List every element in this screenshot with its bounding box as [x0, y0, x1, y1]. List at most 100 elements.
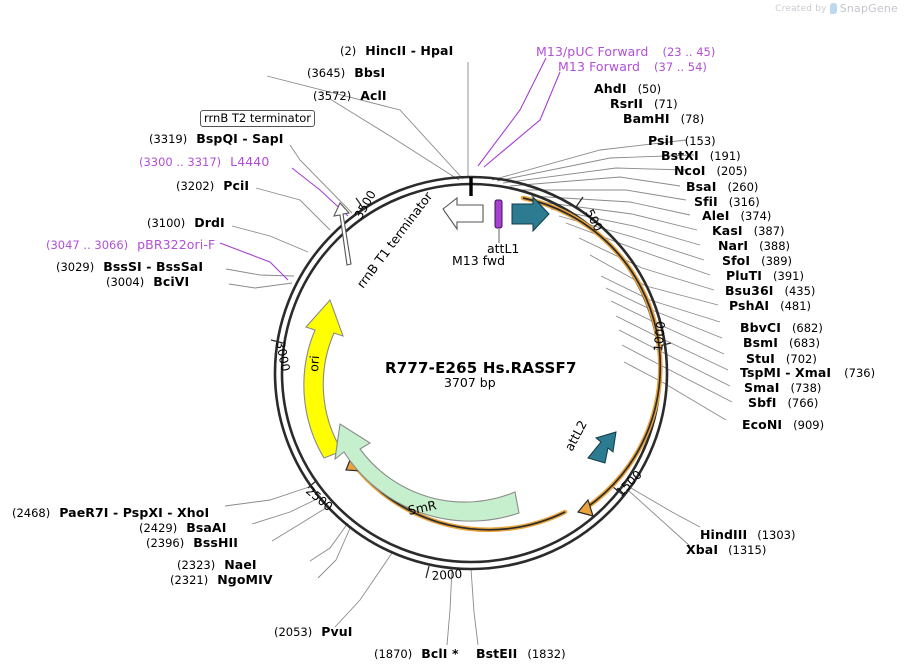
label-xbai[interactable]: XbaI (1315) [686, 543, 766, 557]
label-position: (37 .. 54) [654, 60, 707, 74]
label-bsshii[interactable]: (2396) BssHII [146, 536, 238, 550]
label-pvui[interactable]: (2053) PvuI [274, 625, 353, 639]
label-position: (260) [727, 180, 759, 194]
label-bamhi[interactable]: BamHI (78) [623, 112, 704, 126]
label-enzyme: BbvCI [740, 320, 781, 335]
label-pluti[interactable]: PluTI (391) [726, 269, 804, 283]
label-enzyme: EcoNI [742, 417, 783, 432]
label-enzyme: StuI [746, 351, 775, 366]
label-position: (2468) [12, 506, 51, 520]
label-rrnb-t2-terminator[interactable]: rrnB T2 terminator [200, 110, 315, 127]
label-enzyme: PsiI [648, 133, 674, 148]
label-psii[interactable]: PsiI (153) [648, 134, 716, 148]
label-bcli[interactable]: (1870) BclI * [374, 647, 459, 661]
label-bbsi[interactable]: (3645) BbsI [307, 66, 385, 80]
label-stui[interactable]: StuI (702) [746, 352, 817, 366]
label-bcivi[interactable]: (3004) BciVI [106, 275, 189, 289]
label-alei[interactable]: AleI (374) [702, 209, 771, 223]
label-bsmi[interactable]: BsmI (683) [743, 336, 820, 350]
label-enzyme: BbsI [354, 65, 386, 80]
label-enzyme: PvuI [321, 624, 353, 639]
label-sfii[interactable]: SfiI (316) [694, 195, 760, 209]
label-sbfi[interactable]: SbfI (766) [748, 396, 818, 410]
label-position: (682) [791, 321, 823, 335]
label-enzyme: BclI * [421, 646, 459, 661]
label-enzyme: PciI [223, 178, 250, 193]
label-position: (683) [789, 336, 820, 350]
label-bsteii[interactable]: BstEII (1832) [476, 647, 566, 661]
label-pbr322ori-f[interactable]: (3047 .. 3066) pBR322ori-F [46, 238, 215, 252]
label-m13-puc-forward[interactable]: M13/pUC Forward (23 .. 45) [536, 45, 715, 59]
label-position: (3047 .. 3066) [46, 238, 129, 252]
label-position: (3100) [147, 216, 186, 230]
label-tspmi-xmai[interactable]: TspMI - XmaI (736) [740, 366, 875, 380]
label-naei[interactable]: (2323) NaeI [177, 558, 257, 572]
label-enzyme: BspQI - SapI [196, 131, 284, 146]
feature-attl1 [511, 195, 550, 233]
label-ahdi[interactable]: AhdI (50) [594, 82, 661, 96]
label-position: (71) [654, 97, 678, 111]
label-rsrii[interactable]: RsrII (71) [610, 97, 678, 111]
label-nari[interactable]: NarI (388) [718, 239, 790, 253]
feature-white-arrow [442, 196, 484, 231]
label-position: (23 .. 45) [662, 45, 716, 59]
label-enzyme: SfiI [694, 194, 718, 209]
label-enzyme: BamHI [623, 111, 670, 126]
label-enzyme: XbaI [686, 542, 719, 557]
primer-leader-lines [219, 57, 561, 281]
label-pcii[interactable]: (3202) PciI [176, 179, 249, 193]
label-acli[interactable]: (3572) AclI [313, 89, 387, 103]
label-position: (3319) [149, 132, 188, 146]
feature-label-ori: ori [306, 355, 322, 372]
label-paer7i-pspxi-xhoi[interactable]: (2468) PaeR7I - PspXI - XhoI [12, 506, 209, 520]
feature-label-attl1: attL1 [487, 241, 519, 256]
label-position: (3202) [176, 179, 215, 193]
label-enzyme: PshAI [729, 298, 770, 313]
label-enzyme: BsmI [743, 335, 779, 350]
label-enzyme: AhdI [594, 81, 627, 96]
label-enzyme: SbfI [748, 395, 777, 410]
label-enzyme: NcoI [674, 163, 706, 178]
label-position: (435) [784, 284, 816, 298]
label-ncoi[interactable]: NcoI (205) [674, 164, 747, 178]
label-position: (3029) [56, 260, 95, 274]
label-position: (3300 .. 3317) [139, 155, 222, 169]
label-drdi[interactable]: (3100) DrdI [147, 216, 225, 230]
tick-label-3500: 3500 [351, 188, 378, 221]
label-m13-forward[interactable]: M13 Forward (37 .. 54) [558, 60, 707, 74]
label-smai[interactable]: SmaI (738) [744, 381, 821, 395]
label-bsaai[interactable]: (2429) BsaAI [139, 521, 226, 535]
label-enzyme: BsaI [686, 179, 717, 194]
feature-smr [334, 423, 520, 522]
label-bsssi-bsssai[interactable]: (3029) BssSI - BssSaI [56, 260, 203, 274]
label-econi[interactable]: EcoNI (909) [742, 418, 824, 432]
label-pshai[interactable]: PshAI (481) [729, 299, 811, 313]
label-enzyme: M13/pUC Forward [536, 44, 649, 59]
label-hindiii[interactable]: HindIII (1303) [700, 528, 795, 542]
label-enzyme: HindIII [700, 527, 748, 542]
leader-lines [224, 62, 733, 646]
label-position: (909) [793, 418, 825, 432]
label-enzyme: L4440 [230, 154, 270, 169]
label-bspqi-sapi[interactable]: (3319) BspQI - SapI [149, 132, 284, 146]
label-bstxi[interactable]: BstXI (191) [661, 149, 741, 163]
label-enzyme: AleI [702, 208, 730, 223]
label-bsu36i[interactable]: Bsu36I (435) [725, 284, 815, 298]
label-enzyme: HincII - HpaI [365, 43, 454, 58]
label-enzyme: DrdI [194, 215, 225, 230]
label-sfoi[interactable]: SfoI (389) [722, 254, 792, 268]
label-enzyme: KasI [712, 223, 743, 238]
feature-label-m13-fwd: M13 fwd [452, 253, 505, 268]
tick-label-3000: 3000 [273, 340, 293, 373]
feature-m13-fwd [494, 199, 503, 243]
label-bsai[interactable]: BsaI (260) [686, 180, 758, 194]
label-hincii-hpai[interactable]: (2) HincII - HpaI [340, 44, 453, 58]
label-l4440[interactable]: (3300 .. 3317) L4440 [139, 155, 269, 169]
label-ngomiv[interactable]: (2321) NgoMIV [170, 573, 273, 587]
label-position: (1303) [757, 528, 796, 542]
label-bbvci[interactable]: BbvCI (682) [740, 321, 823, 335]
label-position: (702) [785, 352, 817, 366]
label-kasi[interactable]: KasI (387) [712, 224, 785, 238]
feature-label-smr: SmR [407, 497, 439, 518]
